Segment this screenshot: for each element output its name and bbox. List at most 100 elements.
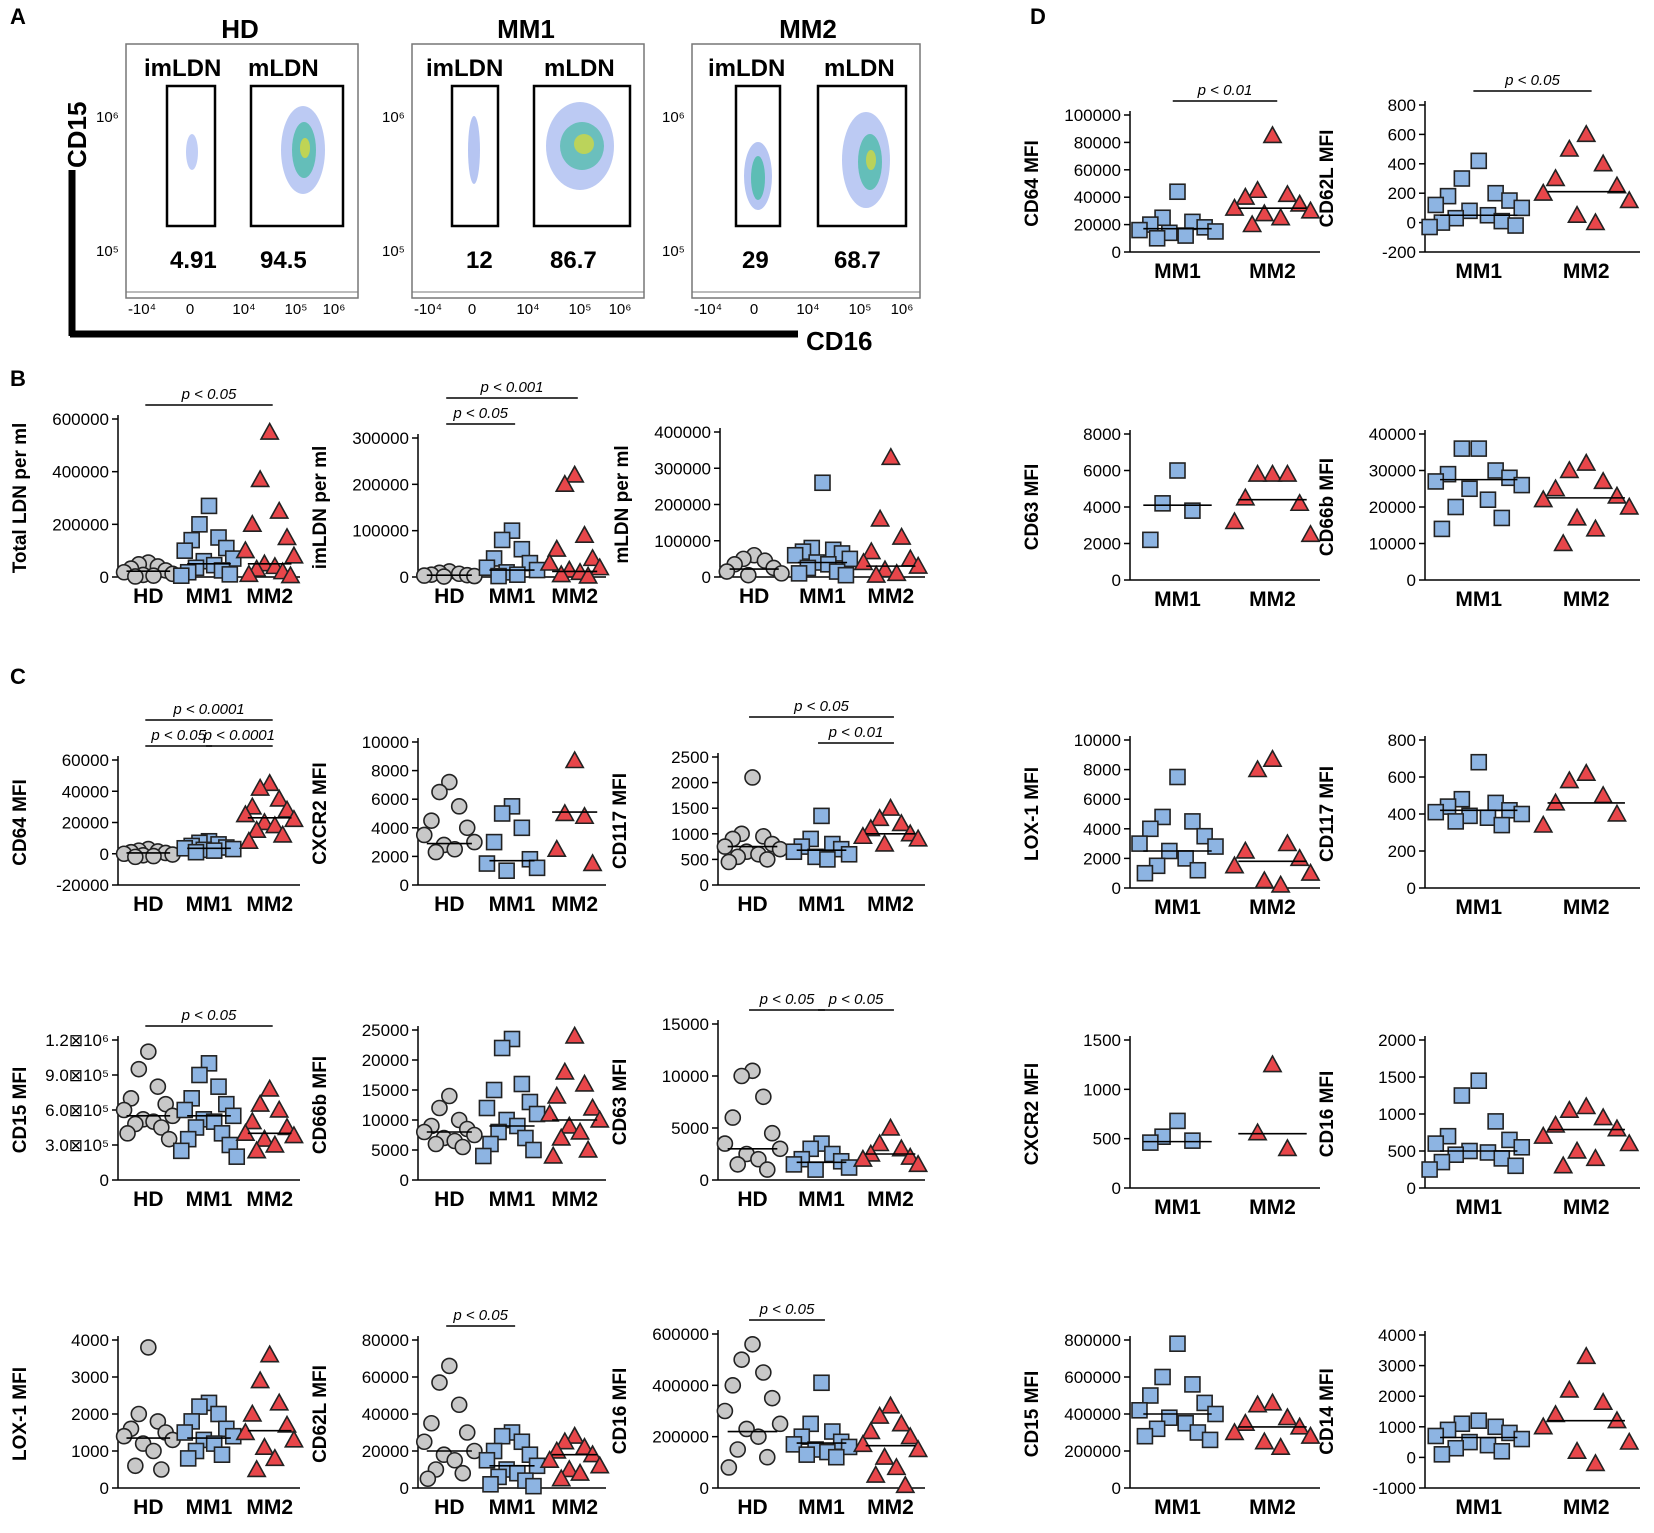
- data-point-mm1: [513, 819, 531, 837]
- data-point-mm1: [478, 855, 496, 872]
- data-point-hd: [729, 1156, 747, 1173]
- significance-label: p < 0.05: [150, 727, 206, 744]
- data-point-mm1: [1513, 1139, 1531, 1156]
- x-tick-label: 10⁴: [232, 301, 255, 318]
- data-point-hd: [763, 1124, 781, 1142]
- data-point-mm2: [1224, 511, 1245, 530]
- data-point-mm2: [574, 1073, 595, 1092]
- y-tick-label: 1.2⊠10⁶: [45, 1031, 109, 1050]
- data-point-mm1: [1433, 520, 1451, 538]
- y-tick-label: 8000: [1083, 761, 1121, 780]
- data-point-mm1: [513, 1075, 531, 1093]
- data-point-mm2: [1559, 1379, 1580, 1398]
- data-point-mm2: [570, 1121, 591, 1140]
- data-point-mm2: [1559, 1100, 1580, 1118]
- y-tick-label: 0: [1112, 243, 1121, 262]
- y-tick-label: 0: [1407, 1179, 1416, 1198]
- y-tick-label: 400000: [654, 423, 711, 442]
- data-point-hd: [423, 1414, 440, 1432]
- data-point-mm2: [886, 563, 907, 582]
- gate-percent-mldn: 68.7: [834, 247, 881, 274]
- category-label-mm2: MM2: [246, 585, 293, 608]
- data-point-mm2: [1247, 180, 1268, 199]
- significance-label: p < 0.05: [1504, 72, 1560, 89]
- y-axis-label: CD16 MFI: [1317, 1071, 1338, 1158]
- data-point-mm1: [1470, 152, 1488, 170]
- significance-label: p < 0.05: [181, 386, 237, 403]
- data-point-mm1: [798, 1446, 816, 1463]
- data-point-mm2: [1593, 471, 1614, 490]
- data-point-mm2: [1235, 1412, 1256, 1431]
- category-label-mm2: MM2: [1249, 1196, 1296, 1219]
- y-tick-label: 200000: [652, 1428, 709, 1447]
- data-point-mm2: [1606, 485, 1627, 504]
- data-point-mm1: [513, 540, 531, 558]
- data-point-mm1: [1131, 1402, 1148, 1419]
- data-point-mm2: [860, 818, 881, 837]
- data-point-mm1: [1421, 1161, 1438, 1178]
- data-point-mm1: [1184, 1132, 1201, 1149]
- x-tick-label: 10⁵: [285, 301, 308, 318]
- data-point-mm2: [1576, 763, 1597, 782]
- x-tick-label: 0: [186, 301, 194, 318]
- data-point-mm1: [228, 1148, 246, 1165]
- y-axis-label: LOX-1 MFI: [1022, 767, 1043, 861]
- data-point-hd: [450, 1396, 468, 1414]
- data-point-hd: [720, 1459, 738, 1476]
- data-point-mm2: [1247, 463, 1268, 482]
- x-tick-label: 0: [468, 301, 476, 318]
- data-point-mm2: [908, 1439, 929, 1458]
- y-tick-label: 10⁵: [96, 243, 119, 260]
- data-point-hd: [431, 1374, 448, 1391]
- y-tick-label: 400: [1388, 155, 1416, 174]
- category-label-mm2: MM2: [551, 1188, 598, 1211]
- data-point-mm2: [1567, 1441, 1588, 1459]
- data-point-mm1: [1207, 223, 1224, 240]
- y-tick-label: 60000: [362, 1368, 409, 1387]
- y-tick-label: 1000: [1378, 1418, 1416, 1437]
- y-axis-label: CD63 MFI: [610, 1059, 631, 1146]
- y-axis-label: CD66b MFI: [310, 1056, 331, 1154]
- y-tick-label: 10⁵: [382, 243, 405, 260]
- data-point-mm2: [1277, 833, 1298, 852]
- data-point-mm2: [551, 564, 572, 583]
- data-point-mm2: [264, 1448, 285, 1467]
- category-label-mm2: MM2: [551, 1496, 598, 1519]
- data-point-mm2: [880, 1395, 901, 1414]
- cell-cluster: [751, 156, 765, 200]
- y-tick-label: 0: [100, 1479, 109, 1498]
- data-point-hd: [458, 1424, 476, 1441]
- data-point-mm2: [269, 1099, 290, 1118]
- data-point-mm2: [891, 526, 912, 545]
- category-label-mm1: MM1: [1455, 1196, 1502, 1219]
- data-point-mm2: [1576, 1096, 1597, 1115]
- data-point-mm1: [1169, 462, 1186, 479]
- y-tick-label: 2000: [1378, 1387, 1416, 1406]
- data-point-mm2: [1545, 168, 1566, 187]
- data-point-mm2: [582, 1444, 603, 1463]
- y-axis-label: CD66b MFI: [1317, 458, 1338, 556]
- data-point-mm2: [1567, 507, 1588, 526]
- data-point-mm2: [564, 1425, 585, 1444]
- y-tick-label: 800: [1388, 731, 1416, 750]
- y-tick-label: 1000: [1378, 1105, 1416, 1124]
- data-point-mm1: [1470, 1072, 1488, 1089]
- gate-label-imldn: imLDN: [426, 55, 503, 82]
- data-point-hd: [441, 773, 458, 791]
- data-point-mm2: [1224, 197, 1245, 216]
- flow-plot-frame: [411, 43, 645, 299]
- data-point-mm1: [1427, 473, 1445, 490]
- category-label-hd: HD: [737, 1188, 767, 1211]
- y-tick-label: 40000: [1074, 188, 1121, 207]
- data-point-mm2: [1300, 524, 1321, 543]
- cell-cluster: [300, 138, 310, 158]
- data-point-mm2: [235, 1422, 256, 1441]
- data-point-mm2: [1277, 184, 1298, 203]
- data-point-mm2: [238, 830, 259, 849]
- data-point-mm1: [1148, 230, 1166, 247]
- data-point-hd: [466, 567, 483, 585]
- data-point-hd: [415, 826, 433, 844]
- data-point-mm1: [785, 843, 803, 861]
